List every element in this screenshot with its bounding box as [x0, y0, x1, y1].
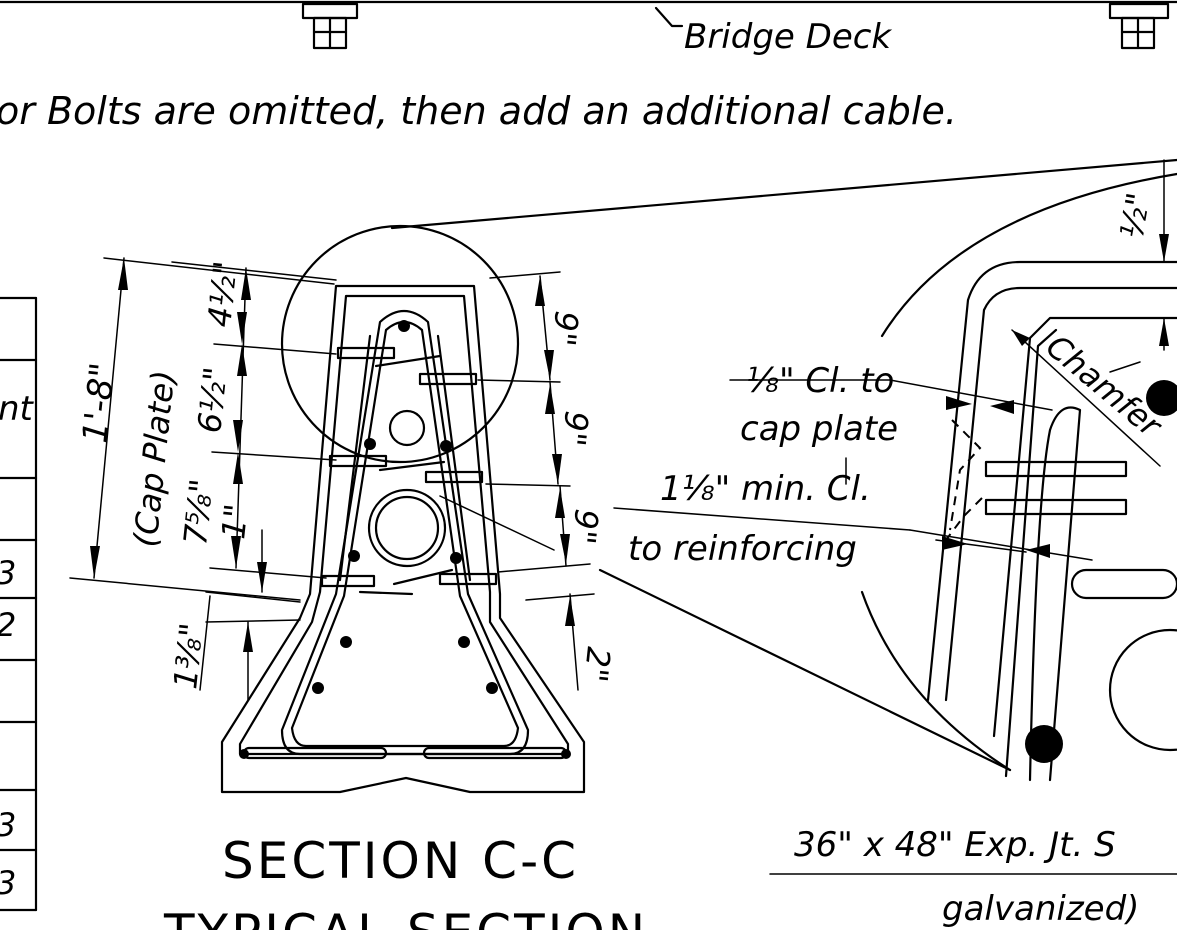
table-cell-text: nt [0, 389, 35, 429]
dim-7-5-8: 7⅝" [176, 477, 221, 547]
reinforcing-bars [312, 320, 498, 694]
section-title: SECTION C-C [222, 832, 579, 890]
table-cell-text: 3 [0, 554, 16, 592]
dim-9-mid: 9" [554, 409, 595, 448]
anchor-bolt-left [301, 2, 359, 50]
detail-leader-top [390, 158, 1177, 230]
dim-half-inch: ½" [1112, 190, 1157, 242]
note-text: or Bolts are omitted, then add an additi… [0, 89, 957, 133]
dim-9-top: 9" [544, 309, 585, 348]
enlarged-detail [613, 159, 1177, 875]
dim-cap-plate: 1'-8" [75, 361, 123, 445]
table-fragment [0, 296, 38, 912]
section-subtitle: TYPICAL SECTION [163, 904, 648, 930]
small-conduit [388, 409, 426, 447]
dim-1-3-8: 1⅜" [166, 621, 211, 691]
clearance-cap-line-2: cap plate [740, 409, 898, 449]
dim-9-bot: 9" [564, 507, 605, 546]
clearance-cap-line-1: ⅛" Cl. to [746, 361, 894, 401]
dim-1: 1" [214, 502, 255, 541]
cable-anchors [320, 346, 498, 596]
exp-joint-label: 36" x 48" Exp. Jt. S [794, 825, 1116, 865]
table-cell-text: 3 [0, 864, 16, 902]
dim-4-1-2: 4½" [200, 259, 245, 329]
clearance-reinf-line-2: to reinforcing [628, 529, 857, 569]
dimension-lines-right [439, 271, 595, 691]
table-cell-text: 2 [0, 606, 16, 644]
table-cell-text: 3 [0, 806, 16, 844]
dim-2: 2" [576, 645, 617, 684]
clearance-reinf-line-1: 1⅛" min. Cl. [660, 469, 871, 509]
detail-leader-bottom [598, 568, 1012, 772]
cap-plate-label: (Cap Plate) [126, 368, 182, 548]
dim-6-1-2: 6½" [190, 365, 235, 435]
galvanized-label: galvanized) [942, 889, 1139, 929]
bridge-deck-leader [654, 6, 684, 28]
detail-callout-circle [280, 224, 520, 464]
dimension-lines-left [69, 257, 337, 701]
bridge-deck-label: Bridge Deck [684, 17, 892, 57]
anchor-bolt-right [1108, 2, 1170, 50]
large-conduit [367, 488, 447, 568]
